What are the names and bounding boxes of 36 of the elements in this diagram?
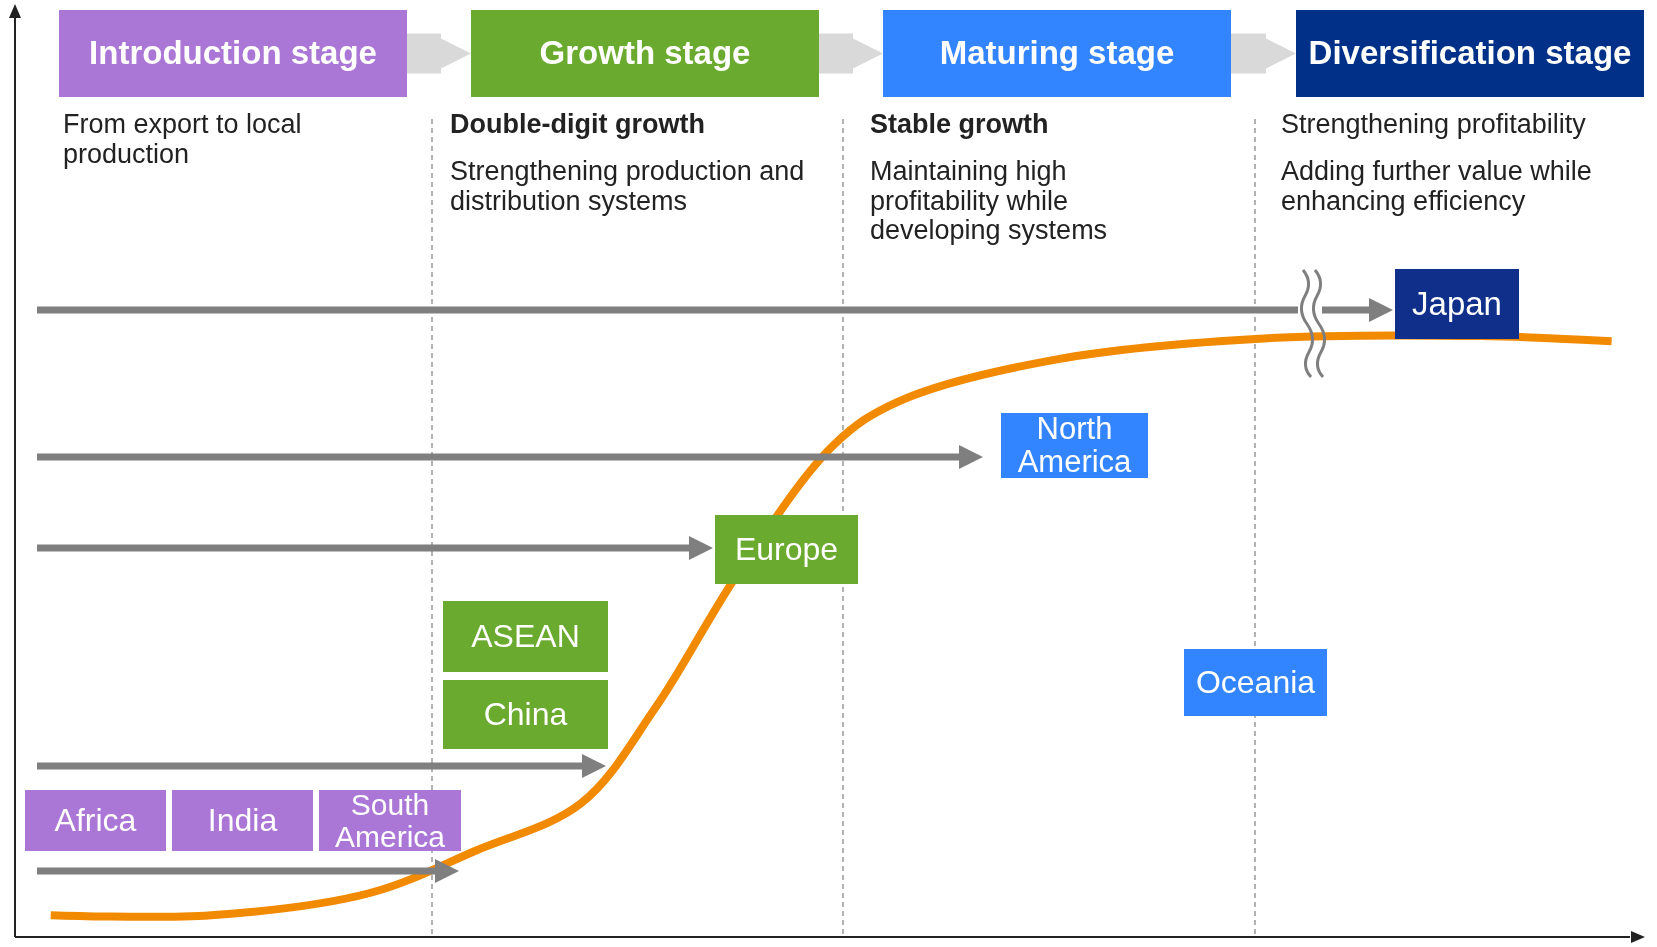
stage-title: Introduction stage (89, 36, 377, 71)
region-box (443, 601, 608, 672)
region-box (1001, 413, 1148, 478)
region-name: Africa (54, 803, 137, 838)
stage-title: Maturing stage (939, 36, 1175, 71)
chevron-arrow (819, 33, 883, 74)
stage-description: From export to local production (63, 110, 303, 170)
stage-subtitle: Double-digit growth (450, 110, 706, 140)
stage-header-box (1296, 10, 1644, 97)
region-box (1184, 649, 1327, 716)
region-box (1395, 269, 1519, 339)
stage-description: Adding further value while enhancing efficiency (1281, 157, 1593, 217)
stage-description: Maintaining high profitability while developing systems (870, 157, 1109, 247)
stage-header-box (883, 10, 1231, 97)
stage-description: Strengthening profitability (1281, 110, 1587, 140)
region-name: Oceania (1195, 665, 1316, 700)
region-name: ASEAN (471, 619, 580, 654)
region-box (25, 790, 166, 851)
stage-header-box (471, 10, 819, 97)
region-name: North America (1016, 412, 1133, 479)
stage-description: Strengthening production and distribution systems (450, 157, 806, 217)
region-name: China (483, 697, 568, 732)
chevron-arrow (1231, 33, 1296, 74)
region-name: Japan (1412, 286, 1502, 322)
region-box (715, 515, 858, 584)
region-name: India (207, 803, 278, 838)
stage-subtitle: Stable growth (870, 110, 1050, 140)
stage-title: Diversification stage (1308, 36, 1632, 71)
region-box (319, 790, 461, 851)
region-box (443, 680, 608, 749)
stage-title: Growth stage (539, 36, 751, 71)
chevron-arrow (407, 33, 471, 74)
region-name: Europe (734, 532, 839, 567)
region-box (172, 790, 313, 851)
region-name: South America (334, 789, 446, 852)
stage-header-box (59, 10, 407, 97)
